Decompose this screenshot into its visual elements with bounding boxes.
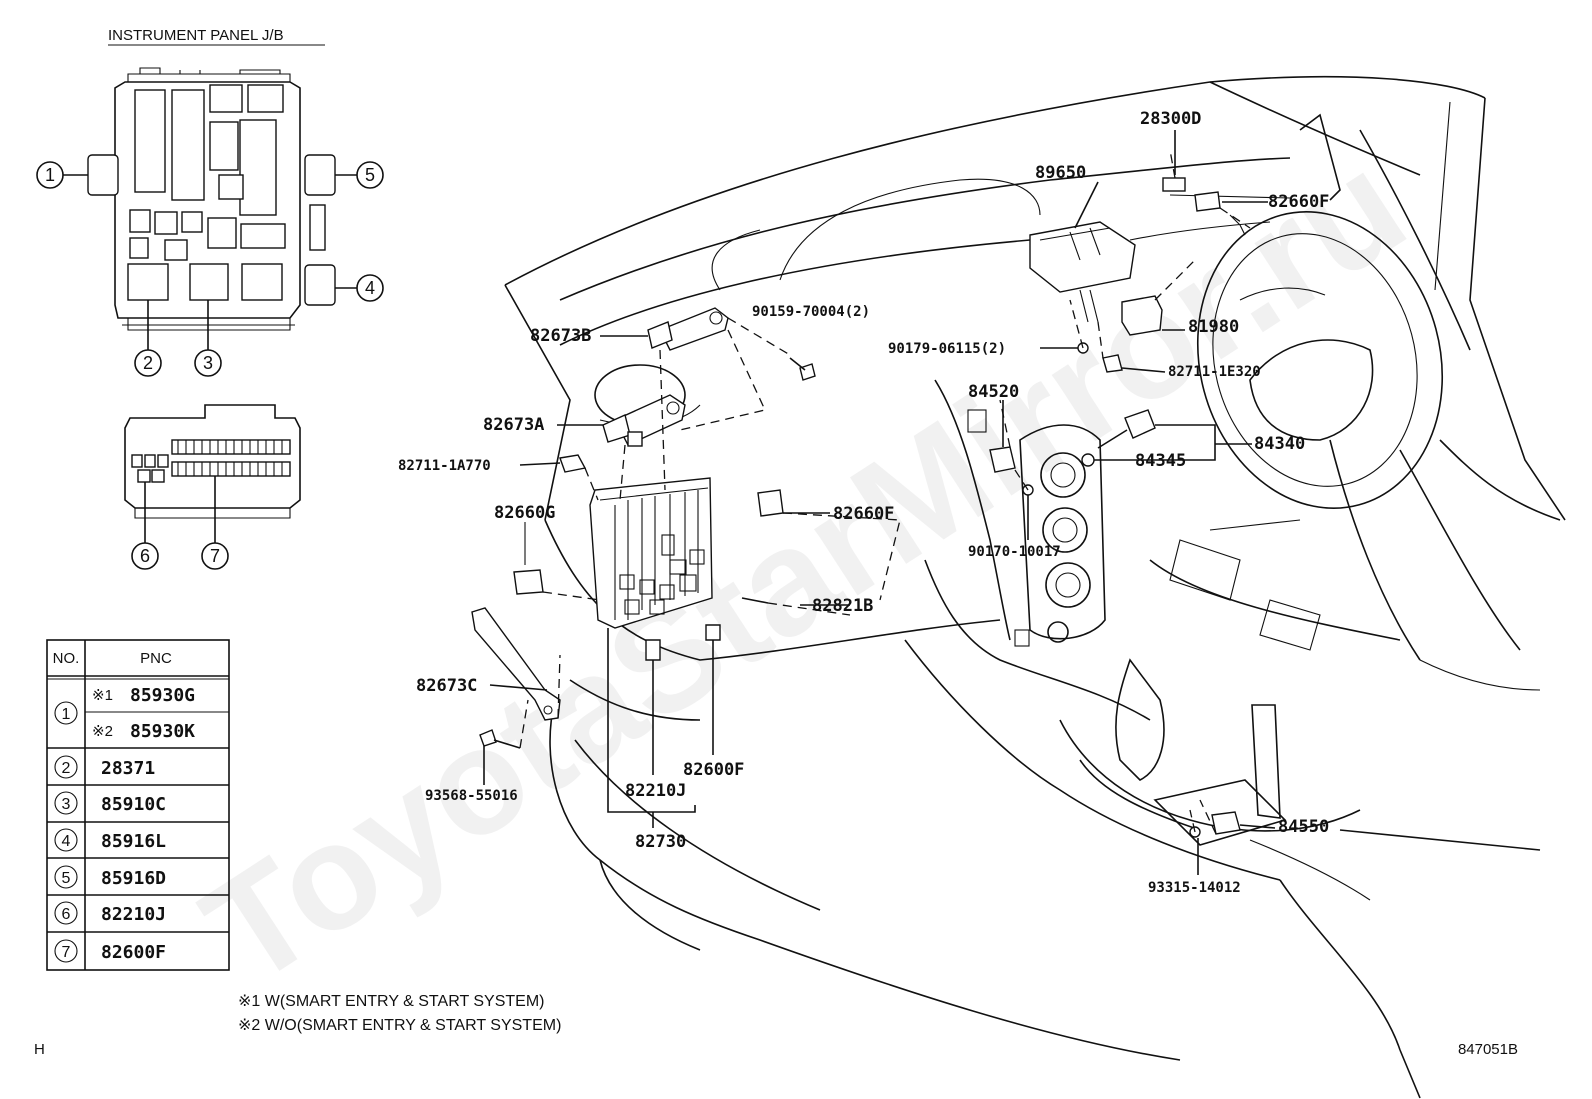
label-82210J: 82210J [625, 781, 686, 801]
table-row-pnc: 85930K [130, 721, 195, 742]
label-82660F-top: 82660F [1268, 192, 1329, 212]
callout-7: 7 [210, 546, 220, 566]
label-82821B: 82821B [812, 596, 873, 616]
label-82711-1E320: 82711-1E320 [1168, 364, 1261, 380]
junction-block-side-view: 6 7 [124, 404, 301, 570]
dashboard-illustration [504, 75, 1566, 1099]
label-82673B: 82673B [530, 326, 591, 346]
watermark: ToyotaStarMirror.ru [176, 119, 1433, 1016]
table-row-pnc: 28371 [101, 758, 155, 779]
illustration-number: 847051B [1458, 1041, 1518, 1058]
reference-lines [519, 149, 1251, 835]
label-93315-14012: 93315-14012 [1148, 880, 1241, 896]
part-labels: 28300D 89650 82660F 90159-70004(2) 82673… [398, 109, 1329, 896]
callout-3: 3 [203, 353, 213, 373]
callout-1: 1 [45, 165, 55, 185]
pnc-table: NO. PNC 1 ※1 85930G ※2 85930K 2 28371 3 … [46, 639, 230, 971]
table-row-no: 1 [62, 706, 71, 723]
table-header-pnc: PNC [140, 650, 172, 667]
label-82600F: 82600F [683, 760, 744, 780]
label-90170-10017: 90170-10017 [968, 544, 1061, 560]
parts-group [471, 177, 1246, 838]
label-90159-70004: 90159-70004(2) [752, 304, 870, 320]
table-row-pnc: 85910C [101, 794, 166, 815]
label-93568-55016: 93568-55016 [425, 788, 518, 804]
label-90179-06115: 90179-06115(2) [888, 341, 1006, 357]
callout-2: 2 [143, 353, 153, 373]
table-row-no: 2 [62, 760, 71, 777]
callout-6: 6 [140, 546, 150, 566]
table-row-no: 3 [62, 796, 71, 813]
label-84520: 84520 [968, 382, 1019, 402]
label-82660G: 82660G [494, 503, 555, 523]
label-89650: 89650 [1035, 163, 1086, 183]
label-28300D: 28300D [1140, 109, 1201, 129]
junction-block-inset: INSTRUMENT PANEL J/B 1 5 [36, 27, 384, 377]
table-row-pnc: 82210J [101, 904, 166, 925]
table-row-no: 5 [62, 870, 71, 887]
label-82673A: 82673A [483, 415, 544, 435]
table-row-no: 7 [62, 944, 71, 961]
label-81980: 81980 [1188, 317, 1239, 337]
corner-mark: H [34, 1041, 45, 1058]
table-row-mark: ※2 [92, 723, 113, 740]
table-row-no: 4 [62, 833, 71, 850]
inset-title: INSTRUMENT PANEL J/B [108, 27, 284, 44]
label-84340: 84340 [1254, 434, 1305, 454]
label-82711-1A770: 82711-1A770 [398, 458, 491, 474]
table-row-pnc: 85916D [101, 868, 166, 889]
label-84345: 84345 [1135, 451, 1186, 471]
note-1: ※1 W(SMART ENTRY & START SYSTEM) [238, 993, 545, 1010]
leader-lines [483, 130, 1276, 875]
label-82660F-mid: 82660F [833, 504, 894, 524]
note-2: ※2 W/O(SMART ENTRY & START SYSTEM) [238, 1017, 561, 1034]
label-84550: 84550 [1278, 817, 1329, 837]
label-82730: 82730 [635, 832, 686, 852]
table-row-mark: ※1 [92, 687, 113, 704]
callout-4: 4 [365, 278, 375, 298]
table-header-no: NO. [53, 650, 80, 667]
table-row-pnc: 82600F [101, 942, 166, 963]
table-row-no: 6 [62, 906, 71, 923]
table-row-pnc: 85916L [101, 831, 166, 852]
table-row-pnc: 85930G [130, 685, 195, 706]
callout-5: 5 [365, 165, 375, 185]
label-82673C: 82673C [416, 676, 477, 696]
